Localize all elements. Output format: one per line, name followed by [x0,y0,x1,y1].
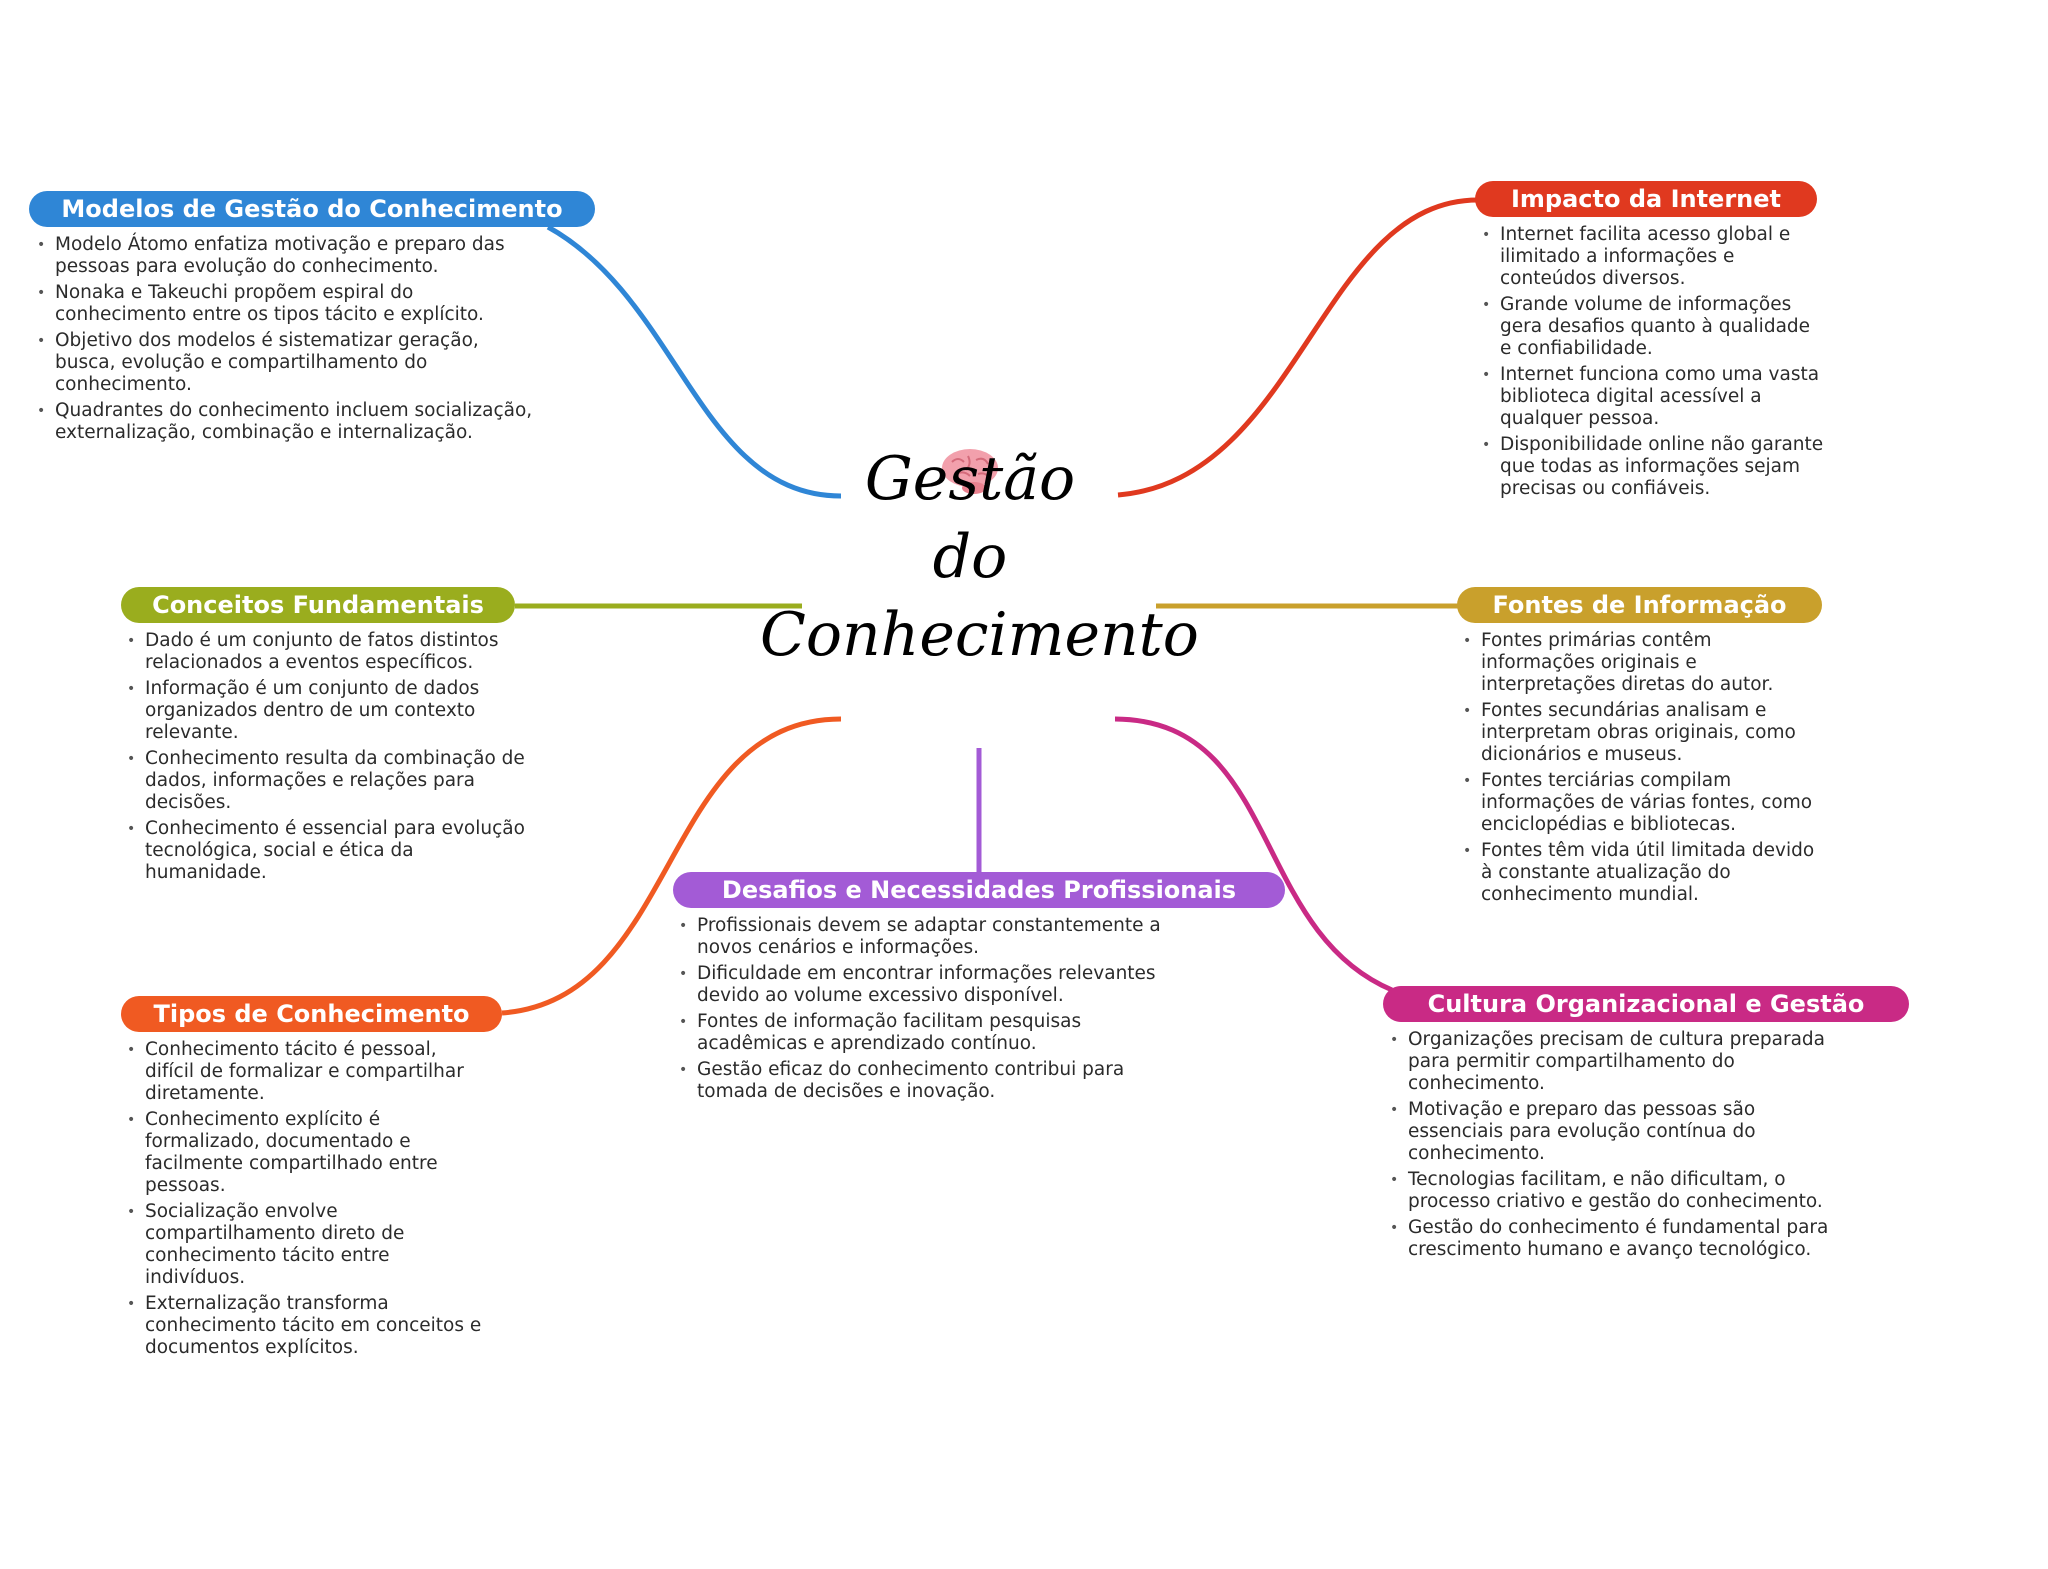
list-item: Gestão do conhecimento é fundamental par… [1390,1217,1830,1261]
list-item: Conhecimento resulta da combinação de da… [127,748,527,814]
topic-impacto[interactable]: Impacto da Internet [1475,181,1817,217]
topic-desafios[interactable]: Desafios e Necessidades Profissionais [673,872,1285,908]
list-item: Internet facilita acesso global e ilimit… [1482,224,1827,290]
topic-tipos[interactable]: Tipos de Conhecimento [121,996,502,1032]
list-item: Modelo Átomo enfatiza motivação e prepar… [37,234,537,278]
list-item: Informação é um conjunto de dados organi… [127,678,527,744]
list-item: Tecnologias facilitam, e não dificultam,… [1390,1169,1830,1213]
list-item: Motivação e preparo das pessoas são esse… [1390,1099,1830,1165]
connector-impacto [1117,197,1479,498]
list-item: Socialização envolve compartilhamento di… [127,1201,487,1289]
list-item: Fontes primárias contêm informações orig… [1463,630,1823,696]
topic-fontes[interactable]: Fontes de Informação [1457,587,1822,623]
list-item: Dificuldade em encontrar informações rel… [679,963,1169,1007]
connector-cultura [1114,716,1393,993]
list-item: Fontes terciárias compilam informações d… [1463,770,1823,836]
list-item: Conhecimento é essencial para evolução t… [127,818,527,884]
list-item: Fontes têm vida útil limitada devido à c… [1463,840,1823,906]
list-item: Organizações precisam de cultura prepara… [1390,1029,1830,1095]
list-item: Fontes secundárias analisam e interpreta… [1463,700,1823,766]
list-impacto: Internet facilita acesso global e ilimit… [1482,224,1827,504]
list-item: Fontes de informação facilitam pesquisas… [679,1011,1169,1055]
list-item: Conhecimento explícito é formalizado, do… [127,1109,487,1197]
list-item: Conhecimento tácito é pessoal, difícil d… [127,1039,487,1105]
topic-cultura[interactable]: Cultura Organizacional e Gestão [1383,986,1909,1022]
list-conceitos: Dado é um conjunto de fatos distintos re… [127,630,527,888]
list-item: Externalização transforma conhecimento t… [127,1293,487,1359]
topic-conceitos[interactable]: Conceitos Fundamentais [121,587,515,623]
list-item: Gestão eficaz do conhecimento contribui … [679,1059,1169,1103]
central-title-line: Conhecimento [760,600,1199,670]
list-fontes: Fontes primárias contêm informações orig… [1463,630,1823,910]
list-tipos: Conhecimento tácito é pessoal, difícil d… [127,1039,487,1363]
central-title-line: Gestão [864,444,1076,514]
list-item: Quadrantes do conhecimento incluem socia… [37,400,537,444]
list-modelos: Modelo Átomo enfatiza motivação e prepar… [37,234,537,448]
list-item: Profissionais devem se adaptar constante… [679,915,1169,959]
list-item: Objetivo dos modelos é sistematizar gera… [37,330,537,396]
list-item: Nonaka e Takeuchi propõem espiral do con… [37,282,537,326]
connector-modelos [546,224,842,499]
list-item: Internet funciona como uma vasta bibliot… [1482,364,1827,430]
list-item: Dado é um conjunto de fatos distintos re… [127,630,527,674]
topic-modelos[interactable]: Modelos de Gestão do Conhecimento [29,191,595,227]
connector-tipos [501,716,842,1016]
list-item: Disponibilidade online não garante que t… [1482,434,1827,500]
central-title-line: do [932,522,1008,592]
list-item: Grande volume de informações gera desafi… [1482,294,1827,360]
list-cultura: Organizações precisam de cultura prepara… [1390,1029,1830,1265]
central-topic[interactable]: Gestão do Conhecimento [760,440,1199,674]
brain-icon [942,449,998,494]
list-desafios: Profissionais devem se adaptar constante… [679,915,1169,1107]
